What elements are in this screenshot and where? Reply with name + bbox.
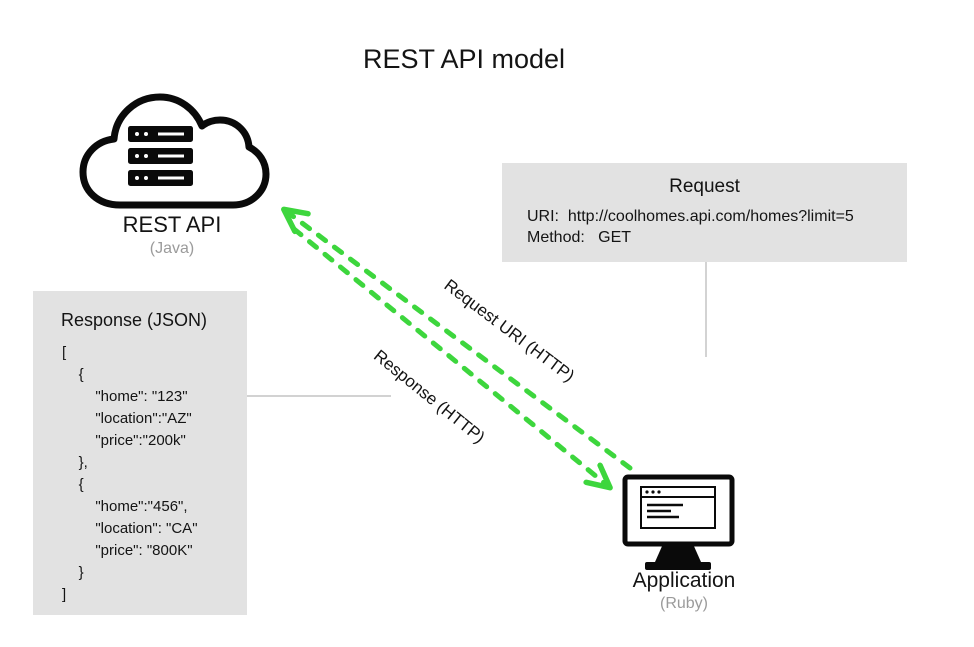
- response-arrow-label: Response (HTTP): [370, 346, 489, 448]
- request-arrow-label: Request URI (HTTP): [440, 275, 579, 386]
- server-stack-icon: [128, 126, 193, 186]
- diagram-title: REST API model: [362, 44, 566, 74]
- request-method-line: Method: GET: [527, 229, 632, 246]
- cloud-outline: [79, 93, 270, 209]
- request-box-title: Request: [669, 176, 740, 197]
- response-json-body: [ { "home": "123" "location":"AZ" "price…: [62, 344, 198, 603]
- cloud-icon: [79, 93, 270, 209]
- monitor-stand: [655, 544, 701, 562]
- response-box: Response (JSON) [ { "home": "123" "locat…: [33, 291, 247, 615]
- request-box: Request URI: http://coolhomes.api.com/ho…: [502, 163, 907, 262]
- response-box-title: Response (JSON): [61, 310, 208, 330]
- monitor-icon: [622, 474, 735, 570]
- rest-api-sublabel: (Java): [149, 240, 195, 257]
- application-label: Application: [632, 569, 736, 592]
- rest-api-label: REST API: [122, 212, 222, 237]
- app-window: [640, 486, 716, 529]
- request-uri-line: URI: http://coolhomes.api.com/homes?limi…: [527, 208, 854, 225]
- application-sublabel: (Ruby): [659, 595, 708, 612]
